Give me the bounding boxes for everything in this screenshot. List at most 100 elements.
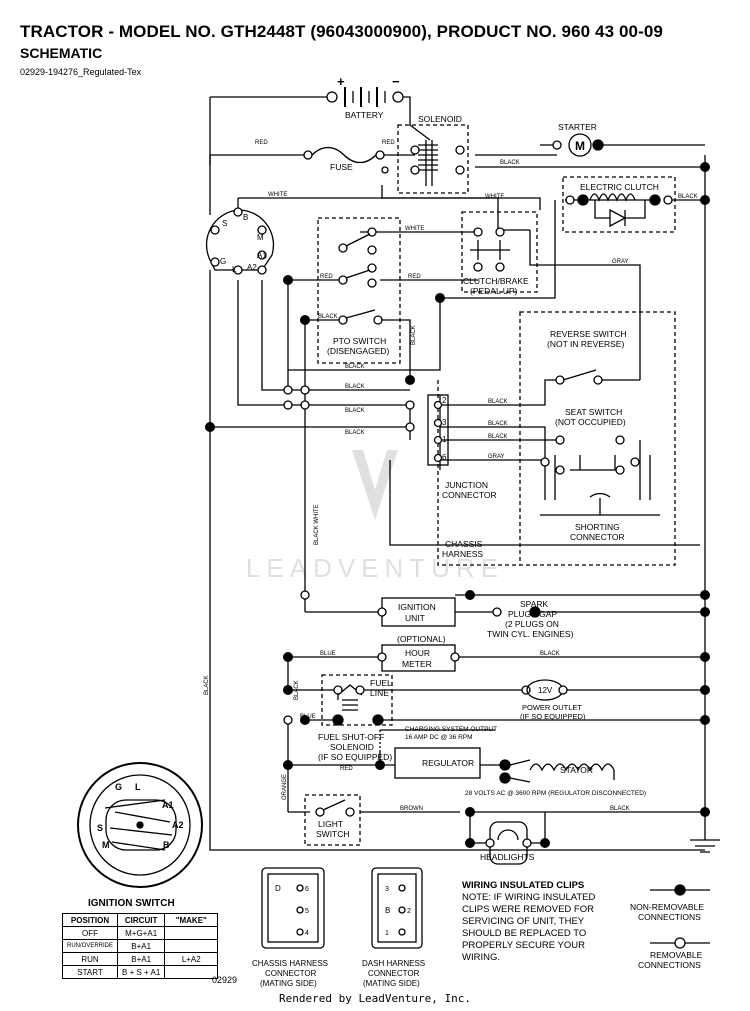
ground-icon bbox=[690, 820, 720, 853]
battery-label: BATTERY bbox=[345, 110, 384, 120]
wire-black: BLACK bbox=[204, 675, 210, 695]
fuel-line-label-2: LINE bbox=[370, 688, 389, 698]
stator bbox=[509, 759, 615, 783]
light-switch bbox=[304, 794, 361, 846]
dash-connector-label-1: DASH HARNESS bbox=[362, 959, 425, 968]
wire-black: BLACK bbox=[318, 314, 338, 320]
electric-clutch bbox=[562, 176, 676, 233]
battery-plus: + bbox=[337, 74, 345, 89]
chassis-connector-label-1: CHASSIS HARNESS bbox=[252, 959, 328, 968]
wire-black: BLACK bbox=[488, 434, 508, 440]
reverse-switch-label-2: (NOT IN REVERSE) bbox=[547, 339, 624, 349]
table-header: "MAKE" bbox=[164, 913, 219, 927]
watermark: LEADVENTURE bbox=[246, 450, 504, 583]
battery-symbol: + − bbox=[326, 74, 404, 107]
key-a1: A1 bbox=[162, 800, 174, 810]
ignition-unit bbox=[377, 597, 541, 627]
wire-black: BLACK bbox=[610, 806, 630, 812]
legend-removable-symbol bbox=[650, 937, 710, 949]
fuel-solenoid-label-2: SOLENOID bbox=[330, 742, 374, 752]
reverse-switch-label-1: REVERSE SWITCH bbox=[550, 329, 627, 339]
motor-symbol-label: M bbox=[575, 139, 585, 153]
ignition-switch-table: POSITION CIRCUIT "MAKE" OFF M+G+A1 RUN/O… bbox=[61, 913, 219, 979]
terminal-m: M bbox=[257, 233, 264, 242]
table-row: RUN/OVERRIDE B+A1 bbox=[61, 939, 219, 953]
pto-switch-label-1: PTO SWITCH bbox=[333, 336, 386, 346]
electric-clutch-label: ELECTRIC CLUTCH bbox=[580, 182, 659, 192]
chassis-connector-label-2: CONNECTOR bbox=[265, 969, 317, 978]
conn-pin-2: 2 bbox=[407, 908, 411, 915]
terminal-a1: A1 bbox=[257, 251, 267, 260]
table-row: START B + S + A1 bbox=[61, 965, 219, 979]
battery-minus: − bbox=[392, 74, 400, 89]
fuel-solenoid-label-3: (IF SO EQUIPPED) bbox=[318, 752, 392, 762]
chassis-harness-box bbox=[427, 380, 520, 566]
terminal-s: S bbox=[222, 219, 227, 228]
terminal-b: B bbox=[243, 213, 248, 222]
footer-text: Rendered by LeadVenture, Inc. bbox=[278, 992, 472, 1005]
headlights-label: HEADLIGHTS bbox=[480, 852, 535, 862]
shorting-label-1: SHORTING bbox=[575, 522, 620, 532]
ignition-switch-title: IGNITION SWITCH bbox=[88, 898, 175, 909]
watermark-text: LEADVENTURE bbox=[246, 553, 504, 583]
hour-meter-label-2: METER bbox=[402, 659, 432, 669]
junction-pin-6: 6 bbox=[442, 453, 447, 462]
pto-switch-label-2: (DISENGAGED) bbox=[327, 346, 390, 356]
table-cell bbox=[164, 965, 219, 979]
table-cell: M+G+A1 bbox=[117, 926, 166, 940]
junction-dots bbox=[205, 162, 710, 848]
wire-black: BLACK bbox=[678, 194, 698, 200]
ignition-unit-label-1: IGNITION bbox=[398, 602, 436, 612]
table-header: POSITION bbox=[61, 913, 119, 927]
key-s: S bbox=[97, 823, 103, 833]
wire-black: BLACK bbox=[345, 430, 365, 436]
charging-label-2: 16 AMP DC @ 36 RPM bbox=[405, 734, 473, 741]
chassis-harness-label-1: CHASSIS bbox=[445, 539, 483, 549]
spark-label-2: PLUGS GAP bbox=[508, 609, 557, 619]
table-cell: RUN/OVERRIDE bbox=[61, 939, 119, 953]
legend-nonremovable-symbol bbox=[650, 884, 710, 896]
power-outlet-label-2: (IF SO EQUIPPED) bbox=[520, 712, 586, 721]
chassis-connector-label-3: (MATING SIDE) bbox=[260, 979, 317, 988]
wire-red: RED bbox=[255, 140, 268, 146]
seat-switch-label-2: (NOT OCCUPIED) bbox=[555, 417, 626, 427]
conn-pin-1: 1 bbox=[385, 930, 389, 937]
conn-pin-4: 4 bbox=[305, 930, 309, 937]
hour-meter bbox=[377, 644, 460, 672]
terminal-l: L bbox=[232, 265, 237, 274]
starter-motor: M bbox=[552, 133, 604, 157]
fuse-label: FUSE bbox=[330, 162, 353, 172]
nonremovable-label-1: NON-REMOVABLE bbox=[630, 902, 704, 912]
wire-red: RED bbox=[340, 766, 353, 772]
junction-pin-1: 1 bbox=[442, 435, 447, 444]
ignition-unit-label-2: UNIT bbox=[405, 613, 425, 623]
wire-red: RED bbox=[382, 140, 395, 146]
table-cell: B+A1 bbox=[117, 952, 166, 966]
conn-pin-5: 5 bbox=[305, 908, 309, 915]
page-title: TRACTOR - MODEL NO. GTH2448T (9604300090… bbox=[20, 22, 663, 41]
wire-black: BLACK bbox=[540, 651, 560, 657]
key-m: M bbox=[102, 840, 110, 850]
table-cell: B+A1 bbox=[117, 939, 166, 953]
spark-label-3: (2 PLUGS ON bbox=[505, 619, 559, 629]
conn-pin-d: D bbox=[275, 884, 281, 893]
spark-label-4: TWIN CYL. ENGINES) bbox=[487, 629, 574, 639]
table-cell: START bbox=[61, 965, 119, 979]
solenoid-symbol bbox=[381, 124, 469, 194]
pto-switch bbox=[317, 217, 401, 364]
shorting-label-2: CONNECTOR bbox=[570, 532, 625, 542]
fuel-line-box bbox=[321, 674, 393, 726]
stator-output-label: 28 VOLTS AC @ 3600 RPM (REGULATOR DISCON… bbox=[465, 790, 646, 797]
power-outlet-volt: 12V bbox=[538, 686, 553, 695]
conn-pin-b: B bbox=[385, 906, 390, 915]
ignition-switch-terminals bbox=[205, 207, 275, 275]
dash-harness-connector: B 3 1 2 bbox=[371, 867, 423, 949]
wire-red: RED bbox=[408, 274, 421, 280]
fuse-symbol bbox=[303, 146, 385, 164]
junction-label-2: CONNECTOR bbox=[442, 490, 497, 500]
table-cell: B + S + A1 bbox=[117, 965, 166, 979]
wire-red: RED bbox=[320, 274, 333, 280]
chassis-harness-connector: D 6 5 4 bbox=[261, 867, 325, 949]
seat-switch-label-1: SEAT SWITCH bbox=[565, 407, 622, 417]
